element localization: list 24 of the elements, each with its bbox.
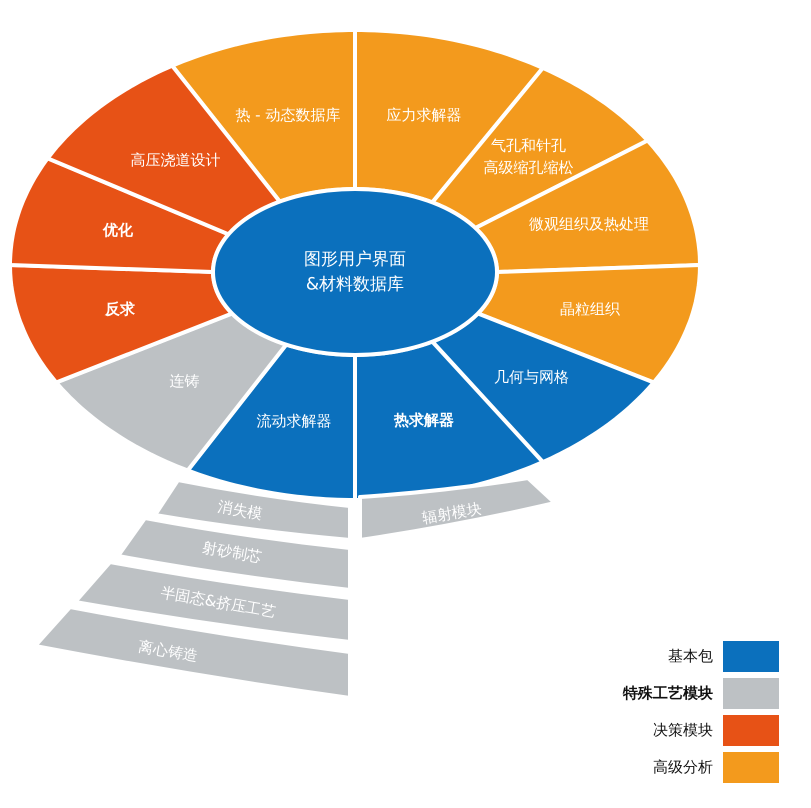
segment-label: 反求 — [104, 298, 135, 320]
segment-label: 高级缩孔缩松 — [484, 157, 574, 178]
segment-label: 热求解器 — [394, 410, 454, 432]
segment-label: 射砂制芯 — [200, 537, 264, 568]
legend-label: 基本包 — [668, 647, 713, 666]
segment-label: 微观组织及热处理 — [529, 214, 650, 235]
segment-label: 高压浇道设计 — [130, 150, 220, 172]
segment-label: 气孔和针孔 — [491, 135, 566, 156]
segment-label: &材料数据库 — [306, 273, 404, 296]
segment-label: 几何与网格 — [494, 367, 570, 388]
segment-label: 优化 — [103, 220, 134, 242]
legend-label: 决策模块 — [653, 721, 713, 740]
legend-label: 特殊工艺模块 — [623, 684, 713, 703]
segment-label: 晶粒组织 — [560, 298, 620, 320]
segment-label: 流动求解器 — [256, 412, 332, 433]
segment-label: 连铸 — [169, 371, 200, 392]
segment-label: 热 - 动态数据库 — [235, 104, 340, 126]
legend-label: 高级分析 — [653, 758, 713, 777]
segment-label: 图形用户界面 — [304, 248, 406, 272]
segment-label: 辐射模块 — [420, 498, 484, 529]
segment-label: 消失模 — [216, 496, 264, 525]
segment-label: 半固态&挤压工艺 — [158, 582, 278, 624]
segment-label: 应力求解器 — [386, 105, 462, 126]
segment-label: 离心铸造 — [136, 636, 200, 668]
